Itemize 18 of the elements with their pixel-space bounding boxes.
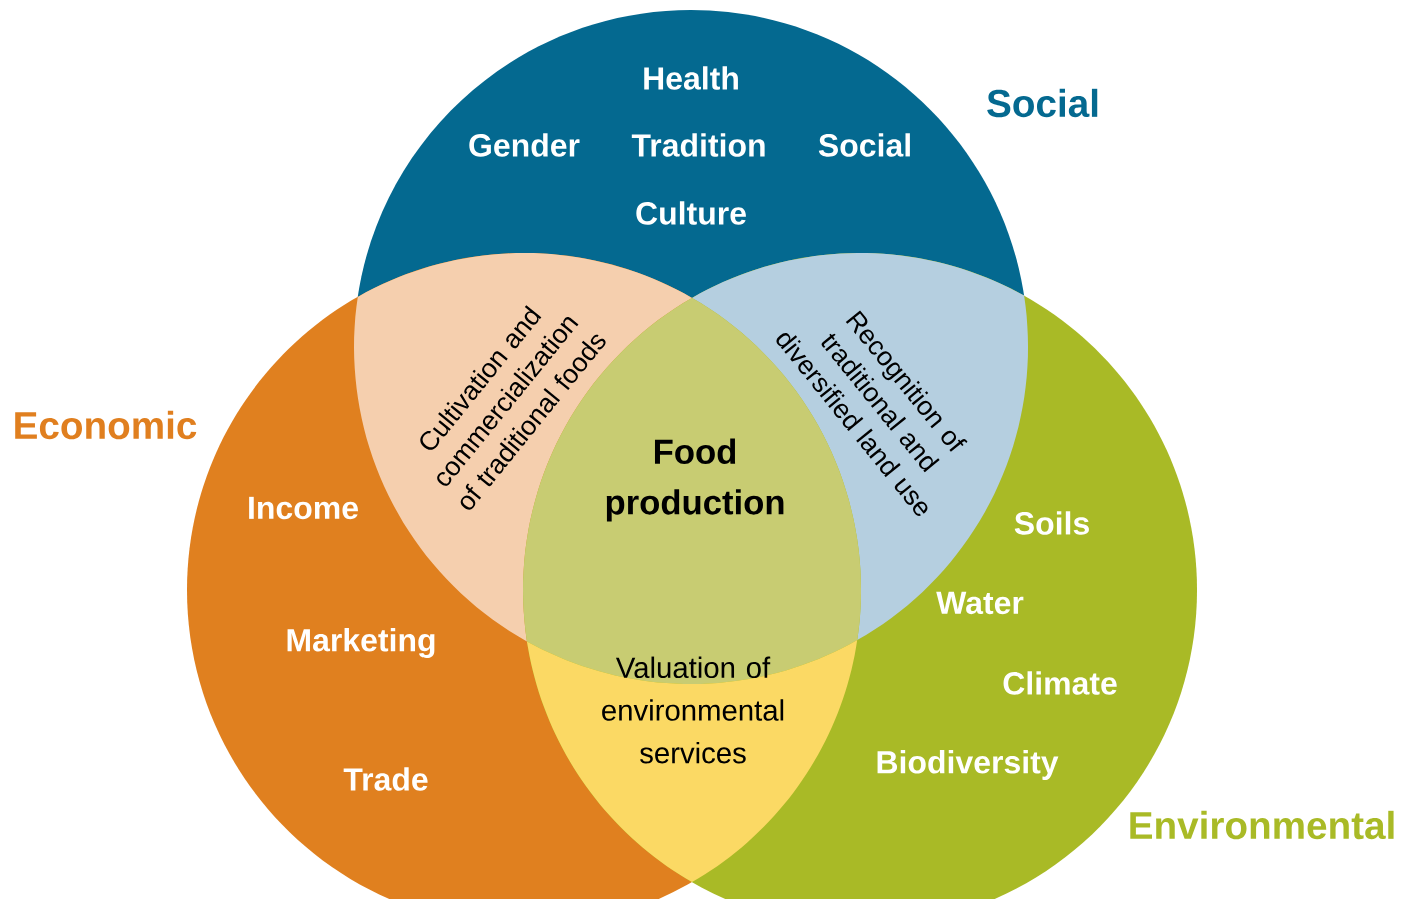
category-heading: Economic	[15, 410, 197, 440]
category-heading: Social	[987, 88, 1098, 118]
circle-label: Tradition	[631, 133, 765, 157]
circle-label: Trade	[343, 767, 428, 791]
circle-label: Income	[249, 496, 358, 520]
circle-label: Social	[818, 133, 910, 157]
circle-label: Soils	[1014, 511, 1089, 535]
circle-label: Climate	[1003, 671, 1117, 695]
circle-label: Water	[936, 591, 1024, 615]
circle-label: Culture	[636, 201, 746, 225]
category-heading: Environmental	[1130, 810, 1394, 840]
circle-label: Gender	[469, 133, 580, 157]
circle-label: Health	[644, 66, 738, 90]
overlap-region	[526, 640, 858, 883]
circle-label: Marketing	[287, 628, 435, 658]
overlap-label: Valuation of environmental services	[602, 656, 784, 764]
circle-label: Biodiversity	[877, 750, 1059, 780]
overlap-label: Food production	[606, 438, 784, 522]
